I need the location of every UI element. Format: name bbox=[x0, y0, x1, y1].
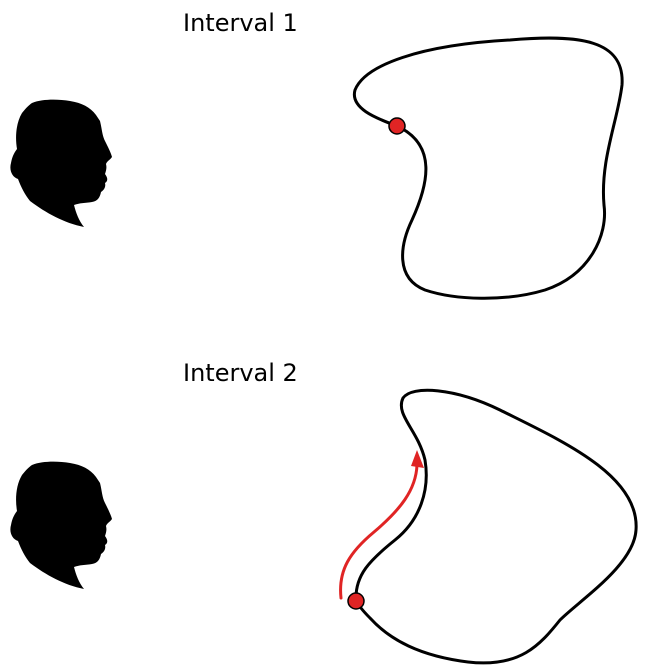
position-marker-dot-1 bbox=[388, 117, 406, 135]
position-marker-dot-2 bbox=[347, 592, 365, 610]
listener-head-icon-2 bbox=[10, 461, 112, 589]
closed-contour-2 bbox=[354, 388, 638, 665]
interval-1-label: Interval 1 bbox=[183, 9, 298, 37]
listener-head-icon-1 bbox=[10, 99, 112, 227]
closed-contour-1 bbox=[352, 36, 624, 300]
curved-arrow-icon bbox=[339, 463, 419, 600]
interval-2-label: Interval 2 bbox=[183, 359, 298, 387]
arrowhead-icon bbox=[411, 450, 424, 468]
